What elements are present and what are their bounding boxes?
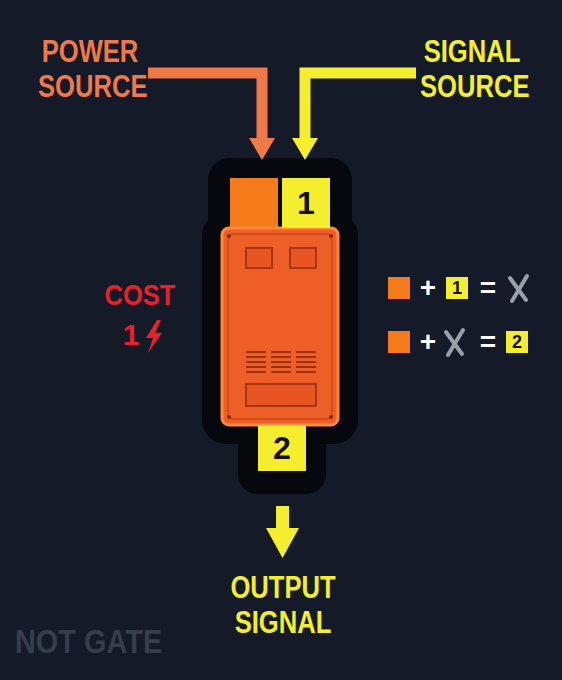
gate-body	[222, 228, 338, 425]
source-label: POWER SOURCE	[38, 34, 142, 104]
signal-swatch: 1	[446, 277, 468, 299]
cost-value: 1	[116, 318, 146, 352]
vent-line	[246, 356, 266, 358]
vent-line	[296, 351, 316, 353]
screw	[227, 415, 231, 419]
cross-symbol	[510, 276, 527, 301]
power-port	[230, 178, 278, 228]
vent-line	[271, 351, 291, 353]
output-label: OUTPUT SIGNAL	[227, 570, 339, 640]
body-slot	[246, 248, 272, 268]
signal-number: 2	[273, 430, 291, 467]
vent-line	[271, 371, 291, 373]
cross-stroke	[448, 330, 463, 355]
lightning-icon	[146, 320, 162, 353]
vent-line	[296, 366, 316, 368]
arrow-head	[249, 138, 275, 160]
vent-line	[246, 351, 266, 353]
power-swatch	[388, 277, 410, 299]
power-arrow	[148, 73, 262, 140]
cross-symbol	[446, 330, 463, 355]
shadow-body	[202, 212, 358, 444]
operator: =	[476, 272, 500, 304]
vent-line	[246, 366, 266, 368]
vent-line	[296, 371, 316, 373]
cost-label: COST	[98, 278, 183, 312]
signal-arrow	[305, 73, 416, 140]
screw	[329, 415, 333, 419]
signal-output-square: 2	[258, 425, 306, 471]
vent-line	[271, 366, 291, 368]
vent-line	[296, 356, 316, 358]
signal-number: 2	[512, 332, 522, 353]
signal-swatch: 2	[506, 331, 528, 353]
watermark: NOT GATE	[15, 622, 185, 660]
signal-number: 1	[297, 185, 315, 222]
operator: +	[416, 326, 440, 358]
output-arrow	[276, 506, 289, 530]
vent-line	[246, 361, 266, 363]
screw	[227, 234, 231, 238]
body-slot	[290, 248, 316, 268]
source-label: SIGNAL SOURCE	[420, 34, 524, 104]
vent-line	[296, 361, 316, 363]
body-slot	[246, 384, 316, 406]
signal-number: 1	[452, 278, 462, 299]
gate-body-inner	[228, 234, 332, 419]
signal-input-square: 1	[282, 178, 330, 228]
shadow-bottom	[238, 418, 326, 494]
screw	[329, 234, 333, 238]
arrow-head	[292, 138, 318, 160]
vent-line	[246, 371, 266, 373]
arrow-head	[266, 528, 299, 558]
cross-stroke	[512, 276, 527, 301]
vent-line	[271, 361, 291, 363]
power-swatch	[388, 331, 410, 353]
operator: +	[416, 272, 440, 304]
operator: =	[476, 326, 500, 358]
vent-line	[271, 356, 291, 358]
vent-lines	[246, 352, 316, 372]
